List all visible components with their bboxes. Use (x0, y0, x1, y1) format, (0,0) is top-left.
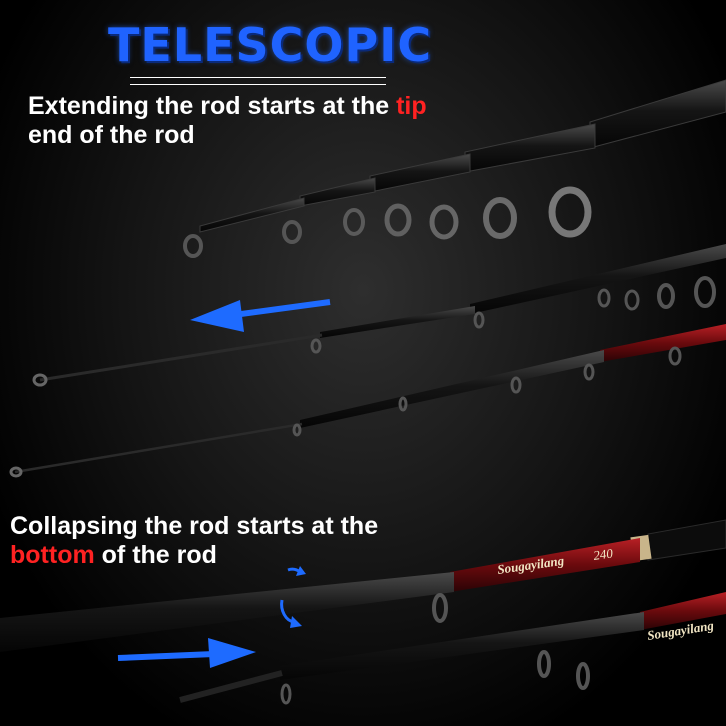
rod-guide-ring (624, 289, 640, 311)
extend-arrow-icon (190, 299, 331, 332)
collapse-caption: Collapsing the rod starts at the bottom … (10, 512, 378, 570)
rod-guide-ring (548, 186, 592, 238)
rod-guide-ring (483, 197, 517, 239)
rod-guide-ring (657, 283, 675, 309)
collapse-caption-line1: Collapsing the rod starts at the (10, 512, 379, 540)
rod-guide-ring (510, 376, 522, 394)
rod-guide-ring (310, 338, 322, 354)
rod-guide-ring (576, 662, 590, 690)
extend-caption: Extending the rod starts at the tip end … (28, 92, 427, 150)
page-title: TELESCOPIC (108, 18, 433, 72)
extend-caption-highlight: tip (396, 92, 427, 120)
rod-guide-ring (9, 466, 23, 478)
rod-guide-ring (384, 203, 412, 237)
extend-caption-text: Extending the rod starts at the (28, 92, 397, 120)
middle-rod-lower (9, 324, 726, 478)
rod-guide-ring (537, 650, 551, 678)
collapse-arrow-icon (117, 638, 256, 668)
collapse-caption-text: of the rod (94, 541, 217, 569)
rod-guide-ring (694, 276, 716, 308)
bottom-rod-upper (0, 519, 726, 652)
rod-guide-ring (429, 204, 459, 240)
rod-guide-ring (343, 208, 365, 236)
middle-rod-upper (32, 244, 726, 387)
bottom-rod-lower (179, 592, 726, 705)
rod-guide-ring (597, 288, 611, 308)
title-underline (130, 84, 386, 85)
rod-guide-ring (583, 363, 595, 381)
rod-length-label: 240 (592, 545, 614, 563)
rotate-arrow-icon (280, 566, 306, 628)
rod-guide-ring (32, 373, 48, 387)
rod-guide-ring (282, 220, 302, 244)
rod-guide-ring (668, 346, 682, 366)
collapse-caption-highlight: bottom (10, 541, 95, 569)
extend-caption-line2: end of the rod (28, 121, 195, 149)
top-rod (183, 79, 726, 258)
rod-guide-ring (398, 396, 408, 412)
rod-guide-ring (280, 683, 292, 705)
rod-guide-ring (292, 423, 302, 437)
title-underline (130, 77, 386, 78)
rod-guide-ring (432, 593, 448, 623)
rod-guide-ring (473, 311, 485, 329)
rod-guide-ring (183, 234, 203, 258)
